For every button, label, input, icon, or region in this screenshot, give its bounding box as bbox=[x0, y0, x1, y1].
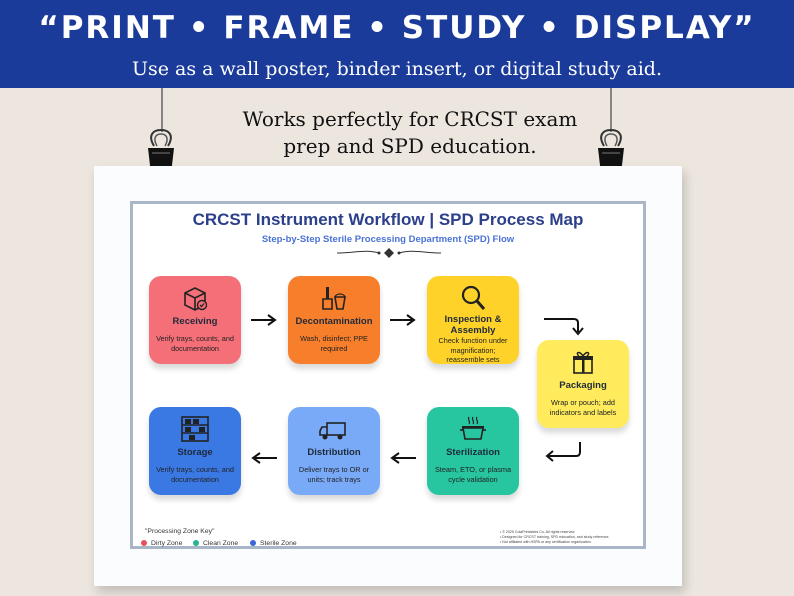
step-desc: Verify trays, counts, and documentation bbox=[156, 465, 234, 484]
step-desc: Deliver trays to OR or units; track tray… bbox=[298, 465, 370, 484]
step-name: Inspection & Assembly bbox=[444, 314, 502, 336]
tagline: Works perfectly for CRCST exam prep and … bbox=[160, 106, 660, 160]
legal-line: • Not affiliated with HSPA or any certif… bbox=[500, 540, 592, 544]
banner-headline: “PRINT • FRAME • STUDY • DISPLAY” bbox=[38, 10, 756, 46]
sterile-zone-dot-icon bbox=[250, 540, 256, 546]
step-name: Packaging bbox=[559, 380, 607, 391]
legal-line: • Designed for CRCST training, SPD educa… bbox=[500, 535, 610, 539]
arrow-right-icon bbox=[251, 314, 277, 326]
step-desc: Steam, ETO, or plasma cycle validation bbox=[434, 465, 512, 484]
clean-zone-dot-icon bbox=[193, 540, 199, 546]
step-desc: Check function under magnification; reas… bbox=[438, 336, 508, 364]
poster-title: CRCST Instrument Workflow | SPD Process … bbox=[192, 210, 584, 229]
storage-shelf-icon bbox=[149, 415, 241, 443]
step-name: Storage bbox=[177, 447, 213, 458]
step-name: Receiving bbox=[172, 316, 218, 327]
arrow-left-icon bbox=[251, 452, 277, 464]
tagline-line-1: Works perfectly for CRCST exam bbox=[242, 107, 578, 131]
step-name: Decontamination bbox=[295, 316, 373, 327]
tagline-line-2: prep and SPD education. bbox=[283, 134, 537, 158]
flourish-divider-icon bbox=[336, 248, 442, 258]
step-desc: Verify trays, counts, and documentation bbox=[156, 334, 234, 353]
arrow-left-icon bbox=[390, 452, 416, 464]
dirty-zone-dot-icon bbox=[141, 540, 147, 546]
banner-subline: Use as a wall poster, binder insert, or … bbox=[131, 58, 662, 80]
step-name: Distribution bbox=[307, 447, 361, 458]
top-banner: “PRINT • FRAME • STUDY • DISPLAY” Use as… bbox=[0, 0, 794, 88]
step-name: Sterilization bbox=[446, 447, 500, 458]
magnifier-icon bbox=[427, 284, 519, 312]
zone-key-title: "Processing Zone Key" bbox=[145, 528, 215, 535]
key-label: Sterile Zone bbox=[260, 539, 297, 547]
poster-subtitle: Step-by-Step Sterile Processing Departme… bbox=[261, 234, 515, 245]
legal-line: • © 2025 ColaPrintables Co. All rights r… bbox=[500, 530, 576, 534]
step-inspection-assembly: Inspection & Assembly Check function und… bbox=[427, 276, 519, 364]
key-label: Dirty Zone bbox=[151, 539, 183, 547]
step-storage: Storage Verify trays, counts, and docume… bbox=[149, 407, 241, 495]
step-receiving: Receiving Verify trays, counts, and docu… bbox=[149, 276, 241, 364]
key-dirty-zone: Dirty Zone bbox=[141, 538, 182, 548]
hanging-wires bbox=[161, 88, 612, 132]
gift-package-icon bbox=[537, 348, 629, 376]
step-desc: Wash, disinfect; PPE required bbox=[300, 334, 368, 353]
step-distribution: Distribution Deliver trays to OR or unit… bbox=[288, 407, 380, 495]
step-decontamination: Decontamination Wash, disinfect; PPE req… bbox=[288, 276, 380, 364]
steam-pot-icon bbox=[427, 415, 519, 443]
step-sterilization: Sterilization Steam, ETO, or plasma cycl… bbox=[427, 407, 519, 495]
arrow-right-icon bbox=[390, 314, 416, 326]
legal-notes: • © 2025 ColaPrintables Co. All rights r… bbox=[500, 530, 645, 545]
arrow-turn-left-icon bbox=[545, 442, 581, 462]
cleaning-brush-bucket-icon bbox=[288, 284, 380, 312]
key-clean-zone: Clean Zone bbox=[193, 538, 238, 548]
step-packaging: Packaging Wrap or pouch; add indicators … bbox=[537, 340, 629, 428]
key-sterile-zone: Sterile Zone bbox=[250, 538, 297, 548]
arrow-turn-down-icon bbox=[544, 318, 584, 336]
box-check-icon bbox=[149, 284, 241, 312]
step-desc: Wrap or pouch; add indicators and labels bbox=[549, 398, 617, 417]
key-label: Clean Zone bbox=[203, 539, 239, 547]
truck-icon bbox=[288, 415, 380, 443]
